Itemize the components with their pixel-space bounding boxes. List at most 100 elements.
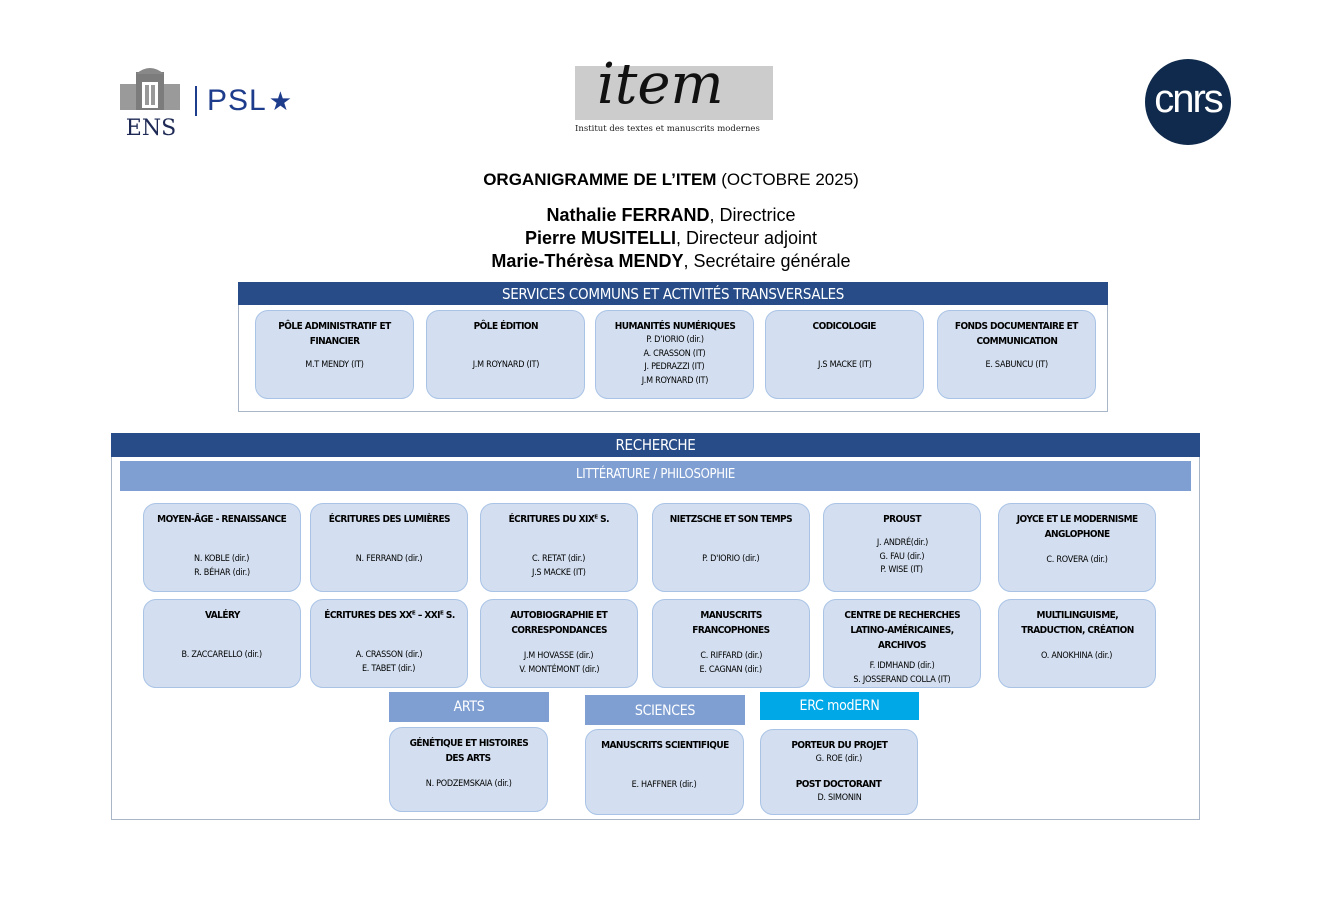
team-box: PÔLE ADMINISTRATIF ET FINANCIER M.T MENDY … <box>255 310 414 399</box>
team-title: MOYEN-ÂGE - RENAISSANCE <box>157 514 287 525</box>
team-title: FRANCOPHONES <box>692 625 770 636</box>
team-box: GÉNÉTIQUE ET HISTOIRES DES ARTS N. PODZEMS… <box>389 727 548 812</box>
cnrs-logo: cnrs <box>1145 59 1231 145</box>
team-box: MANUSCRITS FRANCOPHONES C. RIFFARD (dir.) E… <box>652 599 810 688</box>
director-line: Pierre MUSITELLI, Directeur adjoint <box>0 227 1342 250</box>
team-box: AUTOBIOGRAPHIE ET CORRESPONDANCES J.M HOVA… <box>480 599 638 688</box>
team-title: MANUSCRITS <box>700 610 762 621</box>
team-title: DES ARTS <box>445 753 492 764</box>
team-title: ÉCRITURES DES XXᴱ – XXIᴱ S. <box>323 610 455 621</box>
team-title: ÉCRITURES DES LUMIÈRES <box>328 514 450 525</box>
team-title: PÔLE ÉDITION <box>473 321 538 332</box>
team-box: PÔLE ÉDITION J.M ROYNARD (IT) <box>426 310 585 399</box>
team-title: POST DOCTORANT <box>796 778 882 790</box>
team-title: NIETZSCHE ET SON TEMPS <box>669 514 793 525</box>
team-member: G. ROE (dir.) <box>815 754 863 764</box>
team-title: PORTEUR DU PROJET <box>791 740 888 751</box>
literature-header: LITTÉRATURE / PHILOSOPHIE <box>120 461 1191 491</box>
team-box: NIETZSCHE ET SON TEMPS P. D'IORIO (dir.) <box>652 503 810 592</box>
team-member: J.M ROYNARD (IT) <box>472 360 539 370</box>
team-member: J. PEDRAZZI (IT) <box>644 362 705 372</box>
team-member: N. FERRAND (dir.) <box>355 554 423 564</box>
team-title: TRADUCTION, CRÉATION <box>1020 625 1134 636</box>
team-box: VALÉRY B. ZACCARELLO (dir.) <box>143 599 301 688</box>
team-title: COMMUNICATION <box>976 336 1057 347</box>
team-member: E. CAGNAN (dir.) <box>699 664 763 675</box>
team-member: P. WISE (IT) <box>880 565 924 575</box>
arts-header: ARTS <box>389 692 549 722</box>
team-title: LATINO-AMÉRICAINES, ARCHIVOS <box>850 625 954 651</box>
team-member: C. RIFFARD (dir.) <box>700 651 762 661</box>
team-member: P. D'IORIO (dir.) <box>702 554 760 564</box>
team-member: G. FAU (dir.) <box>879 551 925 562</box>
services-header: SERVICES COMMUNS ET ACTIVITÉS TRANSVERSA… <box>238 282 1108 305</box>
team-member: C. RETAT (dir.) <box>532 554 586 564</box>
team-member: S. JOSSERAND COLLA (IT) <box>853 674 951 685</box>
ens-text: ENS <box>125 116 177 141</box>
ens-logo: ENS <box>118 66 184 141</box>
team-member: J.M HOVASSE (dir.) <box>524 651 594 661</box>
team-title: MANUSCRITS SCIENTIFIQUE <box>600 740 729 751</box>
team-title: PÔLE ADMINISTRATIF ET <box>278 321 391 332</box>
team-box: PORTEUR DU PROJET G. ROE (dir.) POST DOCTO… <box>760 729 918 815</box>
team-box: CENTRE DE RECHERCHES LATINO-AMÉRICAINES, … <box>823 599 981 688</box>
team-member: E. TABET (dir.) <box>362 663 416 674</box>
erc-header: ERC modERN <box>760 692 919 720</box>
sciences-header: SCIENCES <box>585 695 745 725</box>
team-member: J.S MACKE (IT) <box>817 360 872 370</box>
team-title: MULTILINGUISME, <box>1036 610 1118 621</box>
team-title: VALÉRY <box>204 610 240 621</box>
team-box: ÉCRITURES DU XIXᴱ S. C. RETAT (dir.) J.S M… <box>480 503 638 592</box>
page-title: ORGANIGRAMME DE L’ITEM (OCTOBRE 2025) <box>483 170 859 189</box>
director-line: Marie-Thérèsa MENDY, Secrétaire générale <box>0 250 1342 273</box>
director-name: Nathalie FERRAND <box>546 205 710 225</box>
item-text: item <box>597 52 724 117</box>
ens-building-icon <box>120 68 180 110</box>
director-role: , Directeur adjoint <box>675 228 818 248</box>
team-member: R. BÉHAR (dir.) <box>194 567 250 578</box>
director-line: Nathalie FERRAND, Directrice <box>0 204 1342 227</box>
team-member: C. ROVERA (dir.) <box>1046 555 1108 565</box>
team-title: GÉNÉTIQUE ET HISTOIRES <box>409 738 528 749</box>
team-member: N. KOBLE (dir.) <box>194 554 250 564</box>
team-member: F. IDMHAND (dir.) <box>869 661 935 671</box>
team-box: FONDS DOCUMENTAIRE ET COMMUNICATION E. SAB… <box>937 310 1096 399</box>
team-title: AUTOBIOGRAPHIE ET <box>510 610 608 621</box>
director-name: Marie-Thérèsa MENDY <box>491 251 684 271</box>
director-role: , Secrétaire générale <box>683 251 851 271</box>
team-member: V. MONTÉMONT (dir.) <box>519 664 599 675</box>
research-header: RECHERCHE <box>111 433 1200 457</box>
director-name: Pierre MUSITELLI <box>524 228 676 248</box>
team-member: E. SABUNCU (IT) <box>985 360 1048 370</box>
item-subtitle: Institut des textes et manuscrits modern… <box>575 124 760 134</box>
team-title: FINANCIER <box>309 336 360 347</box>
team-box: ÉCRITURES DES LUMIÈRES N. FERRAND (dir.) <box>310 503 468 592</box>
team-box: ÉCRITURES DES XXᴱ – XXIᴱ S.A. CRASSON (d… <box>310 599 468 688</box>
team-title: ÉCRITURES DU XIXᴱ S. <box>508 514 610 525</box>
psl-logo: PSL ★ <box>195 84 292 118</box>
team-member: A. CRASSON (IT) <box>643 348 706 359</box>
team-box: MOYEN-ÂGE - RENAISSANCE N. KOBLE (dir.) R.… <box>143 503 301 592</box>
team-member: N. PODZEMSKAIA (dir.) <box>425 779 512 789</box>
director-role: , Directrice <box>709 205 796 225</box>
team-member: J.S MACKE (IT) <box>532 567 586 578</box>
team-title: ANGLOPHONE <box>1044 529 1110 540</box>
team-title: CORRESPONDANCES <box>511 625 607 636</box>
team-member: P. D’IORIO (dir.) <box>645 335 704 345</box>
team-title: CENTRE DE RECHERCHES <box>844 610 960 621</box>
team-member: J. ANDRÉ(dir.) <box>876 538 928 548</box>
team-member: B. ZACCARELLO (dir.) <box>181 650 263 660</box>
team-box: PROUST J. ANDRÉ(dir.) G. FAU (dir.) P. WISE… <box>823 503 981 592</box>
psl-text: PSL <box>207 84 267 117</box>
team-title: PROUST <box>883 514 921 525</box>
team-member: M.T MENDY (IT) <box>305 360 364 370</box>
star-icon: ★ <box>268 85 293 116</box>
team-title: FONDS DOCUMENTAIRE ET <box>954 321 1079 332</box>
team-member: J.M ROYNARD (IT) <box>641 375 708 386</box>
item-logo: item Institut des textes et manuscrits m… <box>575 52 773 138</box>
